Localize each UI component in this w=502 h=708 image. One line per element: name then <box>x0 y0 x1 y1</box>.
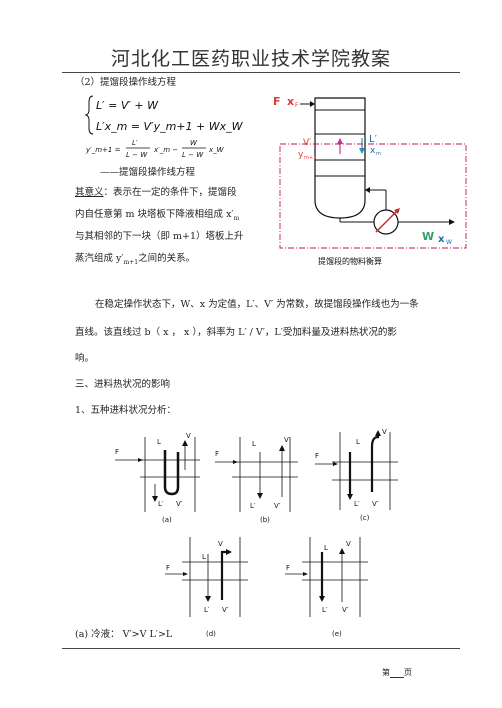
state-d-label: (d) <box>206 630 216 638</box>
header-rule <box>62 72 460 73</box>
state-e-L: L <box>324 544 328 552</box>
state-e-Vp: V′ <box>342 606 349 614</box>
label-W: W <box>422 230 434 243</box>
steady-state-line-2: 直线。该直线过 b（ x ， x ），斜率为 L′ / V′，L′受加料量及进料… <box>75 327 397 338</box>
reboiler-heat-arrow <box>375 209 399 233</box>
vapor-return-arrow-icon <box>365 187 370 193</box>
state-c-Lp: L′ <box>354 500 360 508</box>
state-c-Vp: V′ <box>372 500 379 508</box>
state-c-F: F <box>315 452 319 460</box>
state-e-label: (e) <box>332 630 342 638</box>
bottoms-arrow-icon <box>449 219 455 225</box>
equation-3-frac2-num: W <box>190 139 198 147</box>
steady-state-line-1: 在稳定操作状态下，W、x 为定值，L′、V′ 为常数，故提馏段操作线也为一条 <box>95 299 419 310</box>
figure-caption: 提馏段的物料衡算 <box>318 256 382 266</box>
equation-3-tail: x_W <box>208 146 225 154</box>
state-d-F: F <box>166 564 170 572</box>
state-e-F: F <box>286 564 290 572</box>
equation-caption: ——提馏段操作线方程 <box>100 167 196 178</box>
feed-state-d: F L V L′ V′ (d) <box>165 537 248 638</box>
section-heading: （2）提馏段操作线方程 <box>75 77 177 88</box>
label-xF-sub: F <box>295 102 299 109</box>
label-xW: x <box>438 234 445 245</box>
page-number-blank <box>390 668 404 678</box>
feed-state-b: F L V L′ V′ (b) <box>215 436 298 524</box>
steady-state-line-3: 响。 <box>75 353 95 364</box>
meaning-paragraph: 其意义：表示在一定的条件下，提馏段 内自任意第 m 块塔板下降液相组成 x′m … <box>75 186 280 274</box>
state-d-Lp: L′ <box>204 606 210 614</box>
state-c-L: L <box>356 438 360 446</box>
feed-arrow-icon <box>310 101 315 107</box>
state-a-Lp: L′ <box>158 500 164 508</box>
state-b-L: L <box>252 440 256 448</box>
label-V-prime: V′ <box>303 138 311 148</box>
state-a-Vp: V′ <box>176 500 183 508</box>
label-L-prime: L′ <box>369 134 378 145</box>
state-b-Vp: V′ <box>274 502 281 510</box>
cold-liquid-note: (a) 冷液： V′>V L′>L <box>75 629 173 640</box>
state-a-F: F <box>115 448 119 456</box>
meaning-line-1: 其意义：表示在一定的条件下，提馏段 <box>75 187 237 198</box>
state-e-Lp: L′ <box>322 606 328 614</box>
state-a-L: L <box>157 438 161 446</box>
label-xW-sub: W <box>446 239 452 246</box>
equation-1: L′ = V′ + W <box>96 99 159 112</box>
state-d-L: L <box>202 553 206 561</box>
document-header-title: 河北化工医药职业技术学院教案 <box>110 48 391 70</box>
state-b-Lp: L′ <box>250 502 256 510</box>
label-ym-sub: m+1 <box>304 155 316 161</box>
state-b-V: V <box>284 436 289 444</box>
meaning-line-4: 蒸汽组成 y′m+1之间的关系。 <box>75 253 196 266</box>
heat-arrow-icon <box>394 208 400 214</box>
state-d-V: V <box>218 540 223 548</box>
label-xF: x <box>287 95 294 108</box>
state-b-label: (b) <box>260 516 270 524</box>
feed-state-a: F L V L′ V′ (a) <box>115 432 200 524</box>
liquid-arrow-icon <box>359 148 365 154</box>
equation-3-frac1-den: L − W <box>126 151 148 159</box>
state-c-V: V <box>382 428 387 436</box>
label-ym: y <box>298 150 304 160</box>
meaning-line-2: 内自任意第 m 块塔板下降液相组成 x′m <box>75 209 240 222</box>
label-xm: x <box>370 146 376 156</box>
equation-brace <box>84 95 94 135</box>
equation-3-frac1-num: L′ <box>132 139 138 147</box>
equation-2: L′x_m = V′y_m+1 + Wx_W <box>96 120 244 133</box>
feed-state-c: F L V L′ V′ (c) <box>315 428 398 522</box>
feed-conditions-diagram: F L V L′ V′ (a) F L V L′ V′ (b) F L <box>115 428 398 638</box>
page-footer: 第页 <box>382 668 412 678</box>
equation-3-mid: x′_m − <box>153 146 178 154</box>
state-a-V: V <box>186 432 191 440</box>
stripping-section-diagram: F x F V′ y m+1 L′ x m W x W 提馏段的物料衡算 <box>273 95 467 266</box>
meaning-line-3: 与其相邻的下一块（即 m+1）塔板上升 <box>75 231 244 242</box>
footer-rule <box>62 648 460 649</box>
vapor-arrow-icon <box>337 138 343 144</box>
equation-3-frac2-den: L − W <box>182 151 204 159</box>
balance-envelope <box>279 143 467 249</box>
column-shell <box>314 97 366 219</box>
section-3-heading: 三、进料热状况的影响 <box>75 379 171 390</box>
meaning-label: 其意义 <box>75 187 104 198</box>
state-d-Vp: V′ <box>222 606 229 614</box>
feed-state-e: F L V L′ V′ (e) <box>285 537 368 638</box>
state-c-label: (c) <box>360 514 370 522</box>
equation-3-lhs: y′_m+1 = <box>85 146 121 154</box>
state-e-V: V <box>346 540 351 548</box>
state-a-label: (a) <box>162 516 172 524</box>
label-F: F <box>273 95 281 108</box>
label-xm-sub: m <box>376 151 381 157</box>
section-3-1-heading: 1、五种进料状况分析： <box>75 405 177 416</box>
state-b-F: F <box>215 450 219 458</box>
equation-block: L′ = V′ + W L′x_m = V′y_m+1 + Wx_W y′_m+… <box>84 95 244 159</box>
